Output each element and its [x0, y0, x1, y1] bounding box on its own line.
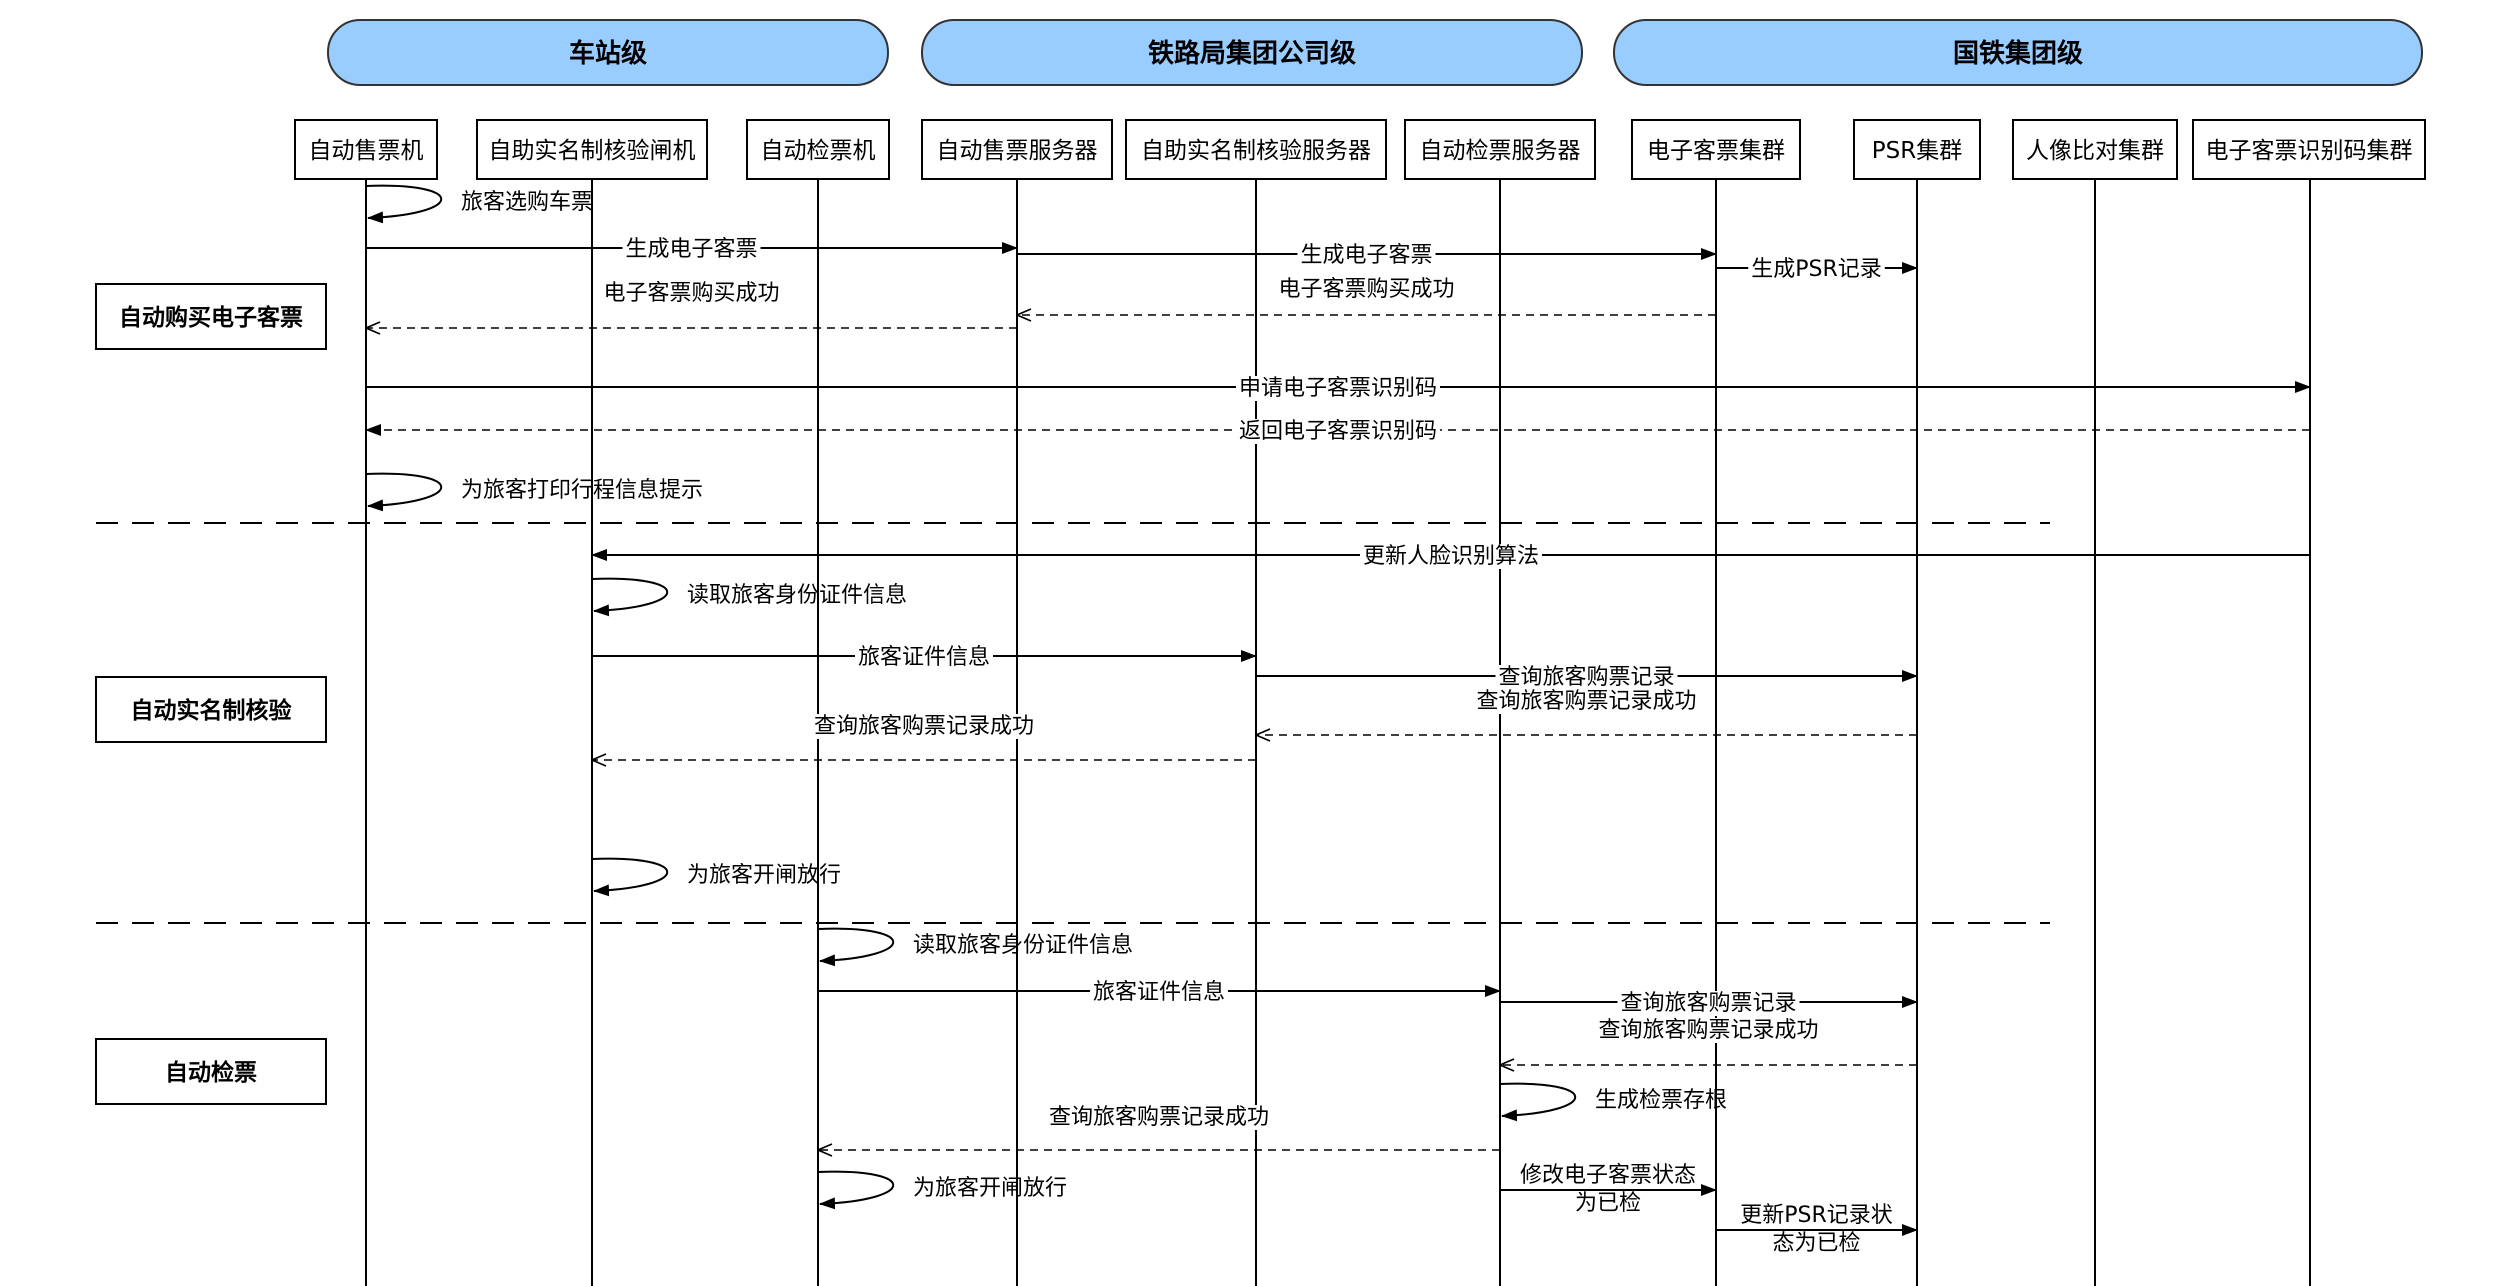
group-label: 铁路局集团公司级: [1148, 38, 1356, 69]
message-label: 生成电子客票: [1300, 243, 1432, 268]
self-message-arrow: [365, 184, 443, 224]
message-self: 读取旅客身份证件信息: [817, 927, 1133, 967]
actor-label: 电子客票识别码集群: [2206, 138, 2413, 164]
phase-check: 自动检票: [95, 1038, 327, 1105]
message-label: 生成检票存根: [1595, 1088, 1727, 1113]
message-label: 读取旅客身份证件信息: [687, 583, 907, 608]
group-label: 国铁集团级: [1953, 38, 2083, 69]
actor-label: PSR集群: [1872, 138, 1962, 164]
phase-label: 自动实名制核验: [131, 697, 292, 724]
self-message-arrow: [591, 857, 669, 897]
message-label: 电子客票购买成功: [603, 281, 779, 306]
message-self: 为旅客打印行程信息提示: [365, 472, 703, 512]
message-label: 查询旅客购票记录成功: [814, 714, 1034, 739]
message-label: 查询旅客购票记录: [1620, 991, 1796, 1016]
message-label: 更新人脸识别算法: [1363, 544, 1539, 569]
actor-verify-server: 自助实名制核验服务器: [1125, 119, 1387, 180]
message-reply: 查询旅客购票记录成功: [818, 1105, 1500, 1150]
message-label: 为旅客开闸放行: [913, 1176, 1067, 1201]
actor-checker: 自动检票机: [746, 119, 890, 180]
message-call: 旅客证件信息: [592, 645, 1257, 670]
message-call: 查询旅客购票记录: [1500, 991, 1918, 1016]
message-call: 生成电子客票: [1017, 243, 1717, 268]
message-reply: 电子客票购买成功: [366, 281, 1017, 328]
message-call: 申请电子客票识别码: [366, 376, 2311, 401]
message-label: 查询旅客购票记录成功: [1476, 689, 1696, 714]
message-label: 为旅客打印行程信息提示: [461, 478, 703, 503]
message-self: 为旅客开闸放行: [817, 1170, 1067, 1210]
phase-verify: 自动实名制核验: [95, 676, 327, 743]
phase-label: 自动购买电子客票: [119, 304, 303, 331]
message-call: 旅客证件信息: [818, 980, 1501, 1005]
actor-label: 自动检票机: [761, 138, 876, 164]
message-reply: 查询旅客购票记录成功: [592, 714, 1256, 760]
message-call: 查询旅客购票记录: [1256, 665, 1918, 690]
actor-psr-cluster: PSR集群: [1853, 119, 1981, 180]
self-message-arrow: [591, 577, 669, 617]
actor-gate: 自助实名制核验闸机: [476, 119, 708, 180]
message-self: 旅客选购车票: [365, 184, 593, 224]
message-reply: 查询旅客购票记录成功: [1500, 1018, 1917, 1065]
actor-label: 自动检票服务器: [1420, 138, 1581, 164]
message-label: 为旅客开闸放行: [687, 863, 841, 888]
actor-check-server: 自动检票服务器: [1404, 119, 1596, 180]
actor-label: 自动售票机: [309, 138, 424, 164]
message-label: 查询旅客购票记录成功: [1049, 1105, 1269, 1130]
message-label-line: 更新PSR记录状: [1740, 1203, 1893, 1228]
message-label: 查询旅客购票记录: [1498, 665, 1674, 690]
actor-code-cluster: 电子客票识别码集群: [2192, 119, 2426, 180]
self-message-arrow: [365, 472, 443, 512]
actor-eticket-cluster: 电子客票集群: [1631, 119, 1801, 180]
message-call: 生成PSR记录: [1716, 257, 1918, 282]
message-label-line: 修改电子客票状态: [1520, 1163, 1696, 1188]
actor-face-cluster: 人像比对集群: [2012, 119, 2178, 180]
message-label: 读取旅客身份证件信息: [913, 933, 1133, 958]
group-national: 国铁集团级: [1613, 19, 2423, 86]
message-self: 为旅客开闸放行: [591, 857, 841, 897]
self-message-arrow: [817, 1170, 895, 1210]
group-label: 车站级: [569, 38, 647, 69]
message-label: 返回电子客票识别码: [1239, 419, 1437, 444]
lifelines: [365, 180, 2311, 1286]
message-label: 生成PSR记录: [1751, 257, 1882, 282]
message-label: 电子客票购买成功: [1278, 277, 1454, 302]
message-self: 读取旅客身份证件信息: [591, 577, 907, 617]
message-label: 旅客选购车票: [461, 190, 593, 215]
actor-label: 自动售票服务器: [937, 138, 1098, 164]
message-call: 生成电子客票: [366, 237, 1018, 262]
message-self: 生成检票存根: [1499, 1082, 1727, 1122]
message-reply: 电子客票购买成功: [1017, 277, 1716, 315]
message-label: 旅客证件信息: [1093, 980, 1225, 1005]
message-reply: 返回电子客票识别码: [365, 419, 2310, 444]
actor-label: 自助实名制核验服务器: [1141, 138, 1371, 164]
message-label: 生成电子客票: [625, 237, 757, 262]
self-message-arrow: [817, 927, 895, 967]
group-station: 车站级: [327, 19, 889, 86]
message-reply: 查询旅客购票记录成功: [1256, 689, 1917, 735]
message-label: 旅客证件信息: [858, 645, 990, 670]
message-label: 查询旅客购票记录成功: [1598, 1018, 1818, 1043]
actor-label: 自助实名制核验闸机: [489, 138, 696, 164]
message-label: 申请电子客票识别码: [1239, 376, 1437, 401]
actor-label: 电子客票集群: [1647, 138, 1785, 164]
actor-ticket-machine: 自动售票机: [294, 119, 438, 180]
message-label-line: 为已检: [1575, 1191, 1641, 1216]
phase-label: 自动检票: [165, 1059, 257, 1086]
message-label-line: 态为已检: [1772, 1231, 1860, 1256]
actor-sale-server: 自动售票服务器: [921, 119, 1113, 180]
self-message-arrow: [1499, 1082, 1577, 1122]
message-call: 更新人脸识别算法: [591, 544, 2310, 569]
phase-buy: 自动购买电子客票: [95, 283, 327, 350]
group-bureau: 铁路局集团公司级: [921, 19, 1583, 86]
actor-label: 人像比对集群: [2026, 138, 2164, 164]
